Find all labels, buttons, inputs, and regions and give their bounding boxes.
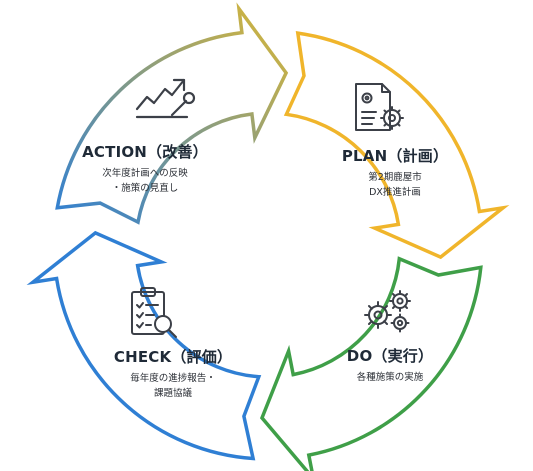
plan-title: PLAN（計画） [341, 147, 449, 165]
do-label: DO（実行） 各種施策の実施 [330, 345, 450, 385]
plan-arrow-segment [283, 31, 510, 260]
action-label: ACTION（改善） 次年度計画への反映 ・施策の見直し [70, 141, 220, 196]
document-gear-icon [355, 83, 404, 131]
check-label: CHECK（評価） 毎年度の進捗報告・ 課題協議 [98, 346, 248, 401]
clipboard-magnifier-icon [131, 287, 177, 338]
check-arrow-segment [26, 230, 262, 461]
plan-description-line2: DX推進計画 [369, 187, 421, 198]
do-description-line1: 各種施策の実施 [356, 372, 424, 383]
check-description-line2: 課題協議 [153, 388, 192, 399]
plan-label: PLAN（計画） 第2期鹿屋市 DX推進計画 [330, 145, 460, 200]
action-title: ACTION（改善） [82, 143, 208, 161]
plan-description-line1: 第2期鹿屋市 [368, 172, 422, 183]
gears-icon [364, 290, 411, 333]
action-description-line1: 次年度計画への反映 [102, 168, 188, 179]
check-description-line1: 毎年度の進捗報告・ [130, 373, 216, 384]
trend-chart-wrench-icon [135, 78, 196, 119]
action-description-line2: ・施策の見直し [111, 183, 179, 194]
check-title: CHECK（評価） [113, 348, 233, 366]
do-title: DO（実行） [346, 347, 434, 365]
